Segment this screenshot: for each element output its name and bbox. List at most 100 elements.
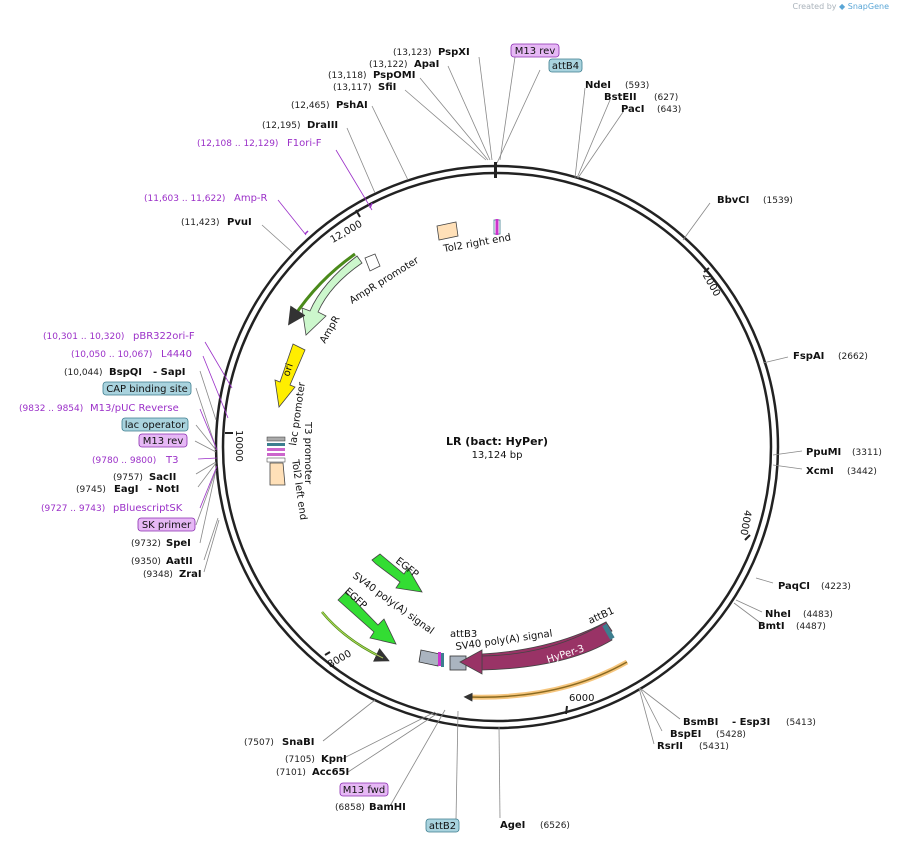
box-sk-primer[interactable]: SK primer [137, 517, 196, 532]
primer-l4440-name: L4440 [161, 349, 192, 360]
site-sfii[interactable]: (13,117) SfiI [333, 82, 396, 93]
site-ndei-name: NdeI [585, 80, 611, 91]
tick-12000: 12,000 [329, 219, 365, 246]
site-pspxi-name: PspXI [438, 47, 470, 58]
primer-m13puc-reverse[interactable]: (9832 .. 9854) M13/pUC Reverse [19, 403, 179, 414]
site-paci[interactable]: PacI (643) [621, 104, 681, 115]
snapgene-logo: ◆ SnapGene [839, 2, 889, 11]
site-nhei[interactable]: NheI (4483) [765, 609, 833, 620]
primer-pbluescriptsk[interactable]: (9727 .. 9743) pBluescriptSK [41, 503, 183, 514]
primer-amp-r[interactable]: (11,603 .. 11,622) Amp-R [144, 193, 268, 204]
site-bmti[interactable]: BmtI (4487) [758, 621, 826, 632]
site-rsrii-name: RsrII [657, 741, 683, 752]
tick-marks [225, 209, 751, 715]
site-paci-pos: (643) [657, 105, 681, 115]
site-draiii[interactable]: (12,195) DraIII [262, 120, 338, 131]
site-aatii-name: AatII [166, 556, 193, 567]
site-bamhi[interactable]: (6858) BamHI [335, 802, 406, 813]
site-eagi-name: EagI [114, 484, 138, 495]
site-bsteii-name: BstEII [604, 92, 637, 103]
feature-tol2-right-end[interactable]: Tol2 right end [436, 221, 512, 255]
site-fspai-name: FspAI [793, 351, 824, 362]
site-ndei[interactable]: NdeI (593) [585, 80, 649, 91]
primer-t3[interactable]: (9780 .. 9800) T3 [92, 455, 178, 466]
site-eagi-noti[interactable]: (9745) EagI - NotI [76, 484, 179, 495]
feature-ori-label: ori [281, 362, 295, 378]
site-pvui-name: PvuI [227, 217, 252, 228]
site-rsrii[interactable]: RsrII (5431) [657, 741, 729, 752]
site-bspei[interactable]: BspEI (5428) [670, 729, 746, 740]
feature-sv40-box-1[interactable] [418, 649, 444, 667]
site-sfii-name: SfiI [378, 82, 396, 93]
credit-brand: SnapGene [847, 2, 889, 11]
box-m13rev-left-label: M13 rev [143, 436, 184, 447]
site-pvui-pos: (11,423) [181, 218, 220, 228]
tick-8000: 8000 [326, 648, 354, 670]
site-zrai[interactable]: (9348) ZraI [143, 569, 202, 580]
primer-pbr322ori-f[interactable]: (10,301 .. 10,320) pBR322ori-F [43, 331, 195, 342]
box-lac-operator[interactable]: lac operator [121, 417, 189, 432]
site-pspomi[interactable]: (13,118) PspOMI [328, 70, 415, 81]
site-fspai-pos: (2662) [838, 352, 868, 362]
feature-lac-stack[interactable] [266, 436, 286, 486]
site-kpni-name: KpnI [321, 754, 347, 765]
primer-l4440[interactable]: (10,050 .. 10,067) L4440 [71, 349, 192, 360]
site-kpni[interactable]: (7105) KpnI [285, 754, 347, 765]
site-ppumi-pos: (3311) [852, 448, 882, 458]
site-sacii[interactable]: (9757) SacII [113, 472, 176, 483]
box-m13rev-left[interactable]: M13 rev [138, 433, 188, 448]
site-bbvci-name: BbvCI [717, 195, 749, 206]
site-apai[interactable]: (13,122) ApaI [369, 59, 439, 70]
primer-f1ori-f-pos: (12,108 .. 12,129) [197, 139, 278, 149]
site-esp3i-pos: (5413) [786, 718, 816, 728]
site-spei-name: SpeI [166, 538, 191, 549]
primer-f1ori-f[interactable]: (12,108 .. 12,129) F1ori-F [197, 138, 322, 149]
site-bspei-name: BspEI [670, 729, 701, 740]
site-bsmbi-esp3i[interactable]: BsmBI - Esp3I (5413) [683, 717, 816, 728]
site-leader-lines [194, 56, 803, 821]
site-bsteii[interactable]: BstEII (627) [604, 92, 678, 103]
feature-ori[interactable]: ori [274, 343, 306, 408]
site-pspxi[interactable]: (13,123) PspXI [393, 47, 470, 58]
site-zrai-pos: (9348) [143, 570, 173, 580]
site-spei[interactable]: (9732) SpeI [131, 538, 191, 549]
site-bmti-pos: (4487) [796, 622, 826, 632]
site-bsmbi-name: BsmBI [683, 717, 718, 728]
box-lac-operator-label: lac operator [125, 420, 186, 431]
box-attb4[interactable]: attB4 [548, 58, 583, 73]
site-rsrii-pos: (5431) [699, 742, 729, 752]
box-cap-binding-site[interactable]: CAP binding site [102, 381, 192, 396]
box-m13fwd[interactable]: M13 fwd [339, 782, 389, 797]
site-pvui[interactable]: (11,423) PvuI [181, 217, 252, 228]
site-paqci[interactable]: PaqCI (4223) [778, 581, 851, 592]
primer-t3-pos: (9780 .. 9800) [92, 456, 156, 466]
box-m13rev-top[interactable]: M13 rev [510, 43, 560, 58]
box-sk-primer-label: SK primer [142, 520, 192, 531]
feature-attb1-label: attB1 [587, 606, 616, 627]
site-fspai[interactable]: FspAI (2662) [793, 351, 868, 362]
primer-amp-r-name: Amp-R [234, 193, 268, 204]
site-pshai[interactable]: (12,465) PshAI [291, 100, 368, 111]
primer-ring-marks [304, 202, 373, 235]
site-aatii[interactable]: (9350) AatII [131, 556, 193, 567]
site-ppumi[interactable]: PpuMI (3311) [806, 447, 882, 458]
site-bamhi-pos: (6858) [335, 803, 365, 813]
site-xcmi[interactable]: XcmI (3442) [806, 466, 877, 477]
site-pspxi-pos: (13,123) [393, 48, 432, 58]
site-pspomi-pos: (13,118) [328, 71, 367, 81]
site-pspomi-name: PspOMI [373, 70, 415, 81]
primer-pbr322ori-f-pos: (10,301 .. 10,320) [43, 332, 124, 342]
site-sacii-pos: (9757) [113, 473, 143, 483]
snapgene-credit: Created by ◆ SnapGene [792, 2, 889, 11]
primer-arrow-egfp-highlight [321, 611, 384, 659]
site-sacii-name: SacII [149, 472, 176, 483]
box-attb2[interactable]: attB2 [425, 818, 460, 833]
site-agei[interactable]: AgeI (6526) [500, 820, 570, 831]
site-snabi[interactable]: (7507) SnaBI [244, 737, 314, 748]
site-acc65i[interactable]: (7101) Acc65I [276, 767, 349, 778]
box-cap-binding-site-label: CAP binding site [106, 384, 188, 395]
site-bbvci[interactable]: BbvCI (1539) [717, 195, 793, 206]
site-bspqi-name: BspQI [109, 367, 142, 378]
site-bspqi-sapi[interactable]: (10,044) BspQI - SapI [64, 367, 185, 378]
